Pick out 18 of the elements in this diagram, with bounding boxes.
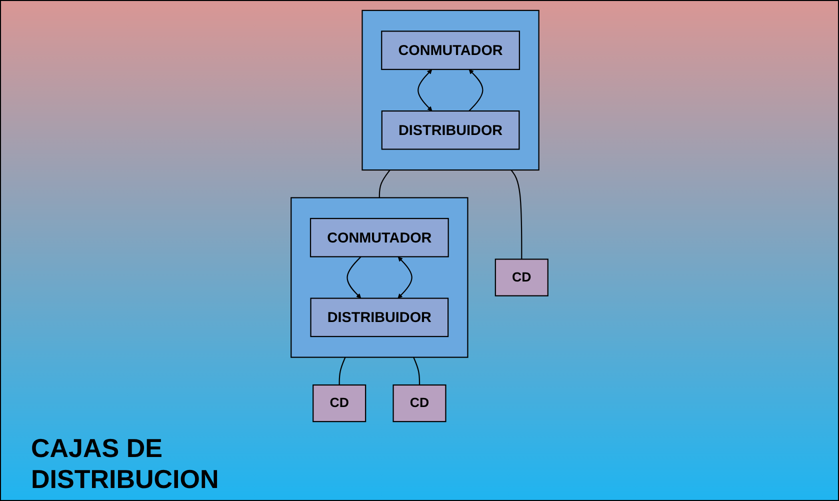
- cluster: [290, 197, 468, 358]
- node-box: CONMUTADOR: [381, 30, 520, 70]
- node-box: CD: [312, 384, 366, 422]
- node-box: CONMUTADOR: [310, 218, 449, 258]
- arrow: [398, 256, 412, 298]
- node-box: DISTRIBUIDOR: [310, 298, 449, 338]
- cluster: [362, 10, 540, 171]
- connector: [378, 170, 390, 198]
- diagram-label: CAJAS DE DISTRIBUCION: [31, 433, 220, 495]
- connector: [510, 170, 522, 260]
- node-box: CD: [392, 384, 446, 422]
- arrow: [468, 69, 484, 112]
- arrow: [346, 256, 362, 298]
- node-box: CD: [494, 258, 548, 296]
- arrow: [418, 69, 432, 112]
- node-box: DISTRIBUIDOR: [381, 110, 520, 150]
- connector: [413, 357, 420, 385]
- connector: [338, 357, 346, 385]
